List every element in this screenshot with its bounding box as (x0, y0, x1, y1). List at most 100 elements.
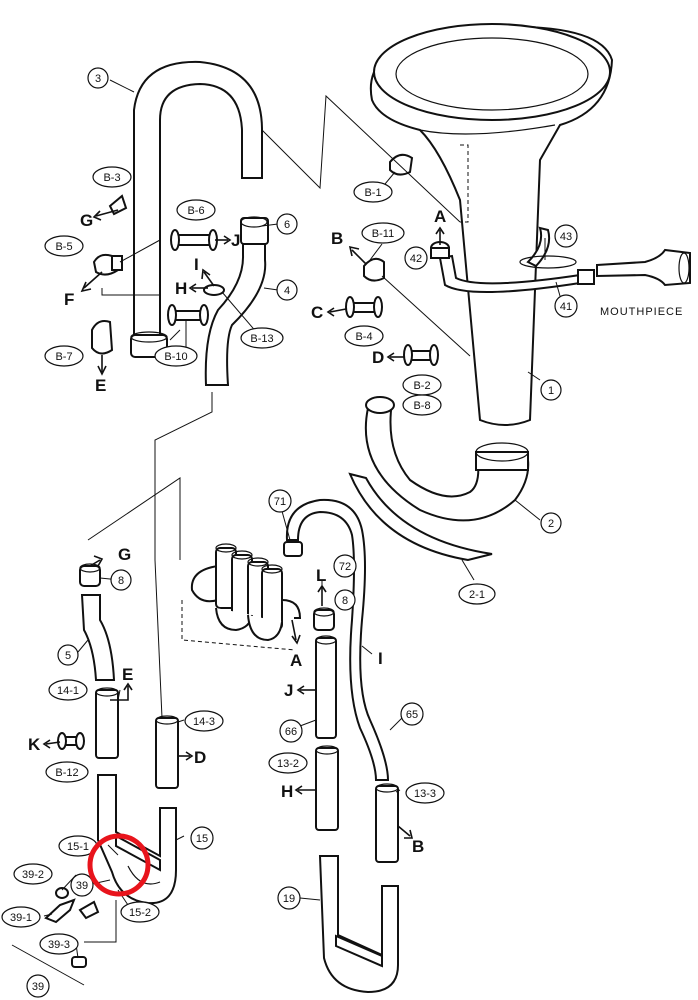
svg-text:13-3: 13-3 (414, 788, 436, 800)
callout-B-10: B-10 (154, 345, 198, 367)
callout-6: 6 (276, 213, 298, 235)
callout-B-11: B-11 (361, 222, 405, 244)
callout-14-3: 14-3 (184, 710, 224, 732)
svg-text:13-2: 13-2 (277, 758, 299, 770)
svg-text:15-2: 15-2 (129, 907, 151, 919)
callout-4: 4 (276, 279, 298, 301)
callout-43: 43 (554, 224, 578, 248)
valve-cluster-part (181, 543, 302, 651)
svg-text:B-3: B-3 (103, 172, 120, 184)
callout-13-3: 13-3 (405, 782, 445, 804)
bell-part (369, 23, 614, 426)
svg-text:14-3: 14-3 (193, 716, 215, 728)
letter-B-upper: B (331, 229, 343, 248)
callout-39-2: 39-2 (13, 863, 53, 885)
svg-text:B-11: B-11 (372, 228, 394, 240)
callout-B-5: B-5 (44, 235, 84, 257)
callout-8-right: 8 (334, 589, 356, 611)
tube-19-part (318, 855, 399, 994)
callout-B-2: B-2 (402, 374, 442, 396)
tube-72-8-part (313, 607, 335, 631)
letter-D-upper: D (372, 348, 384, 367)
tube-14-3-part (155, 715, 179, 789)
svg-text:B-7: B-7 (55, 351, 72, 363)
svg-text:B-12: B-12 (55, 767, 78, 779)
tube-65-part (283, 498, 390, 781)
callout-39-bottom: 39 (26, 974, 50, 998)
svg-text:14-1: 14-1 (57, 685, 79, 697)
letter-A-lower: A (290, 651, 302, 670)
svg-text:5: 5 (65, 650, 71, 662)
svg-text:65: 65 (406, 709, 418, 721)
callout-B-7: B-7 (44, 345, 84, 367)
callout-72: 72 (333, 554, 357, 578)
tube-13-2-part (315, 745, 339, 831)
svg-text:B-2: B-2 (413, 380, 430, 392)
valve-parts-left (91, 194, 225, 355)
tube-4-part (204, 216, 269, 386)
callout-B-6: B-6 (176, 199, 216, 221)
callout-66: 66 (279, 719, 303, 743)
callout-71: 71 (268, 489, 292, 513)
letter-C: C (311, 303, 323, 322)
callout-B-8: B-8 (402, 394, 442, 416)
callout-1: 1 (540, 379, 562, 401)
callout-B-1: B-1 (353, 181, 393, 203)
callout-15: 15 (190, 826, 214, 850)
letter-H-lower: H (281, 782, 293, 801)
leader-lines (43, 79, 561, 959)
callout-41: 41 (554, 294, 578, 318)
callout-2-1: 2-1 (458, 583, 496, 605)
letter-I-lower: I (378, 649, 383, 668)
letter-H-upper: H (175, 279, 187, 298)
letter-J-upper: J (231, 231, 240, 250)
callout-13-2: 13-2 (268, 752, 308, 774)
letter-B-lower: B (412, 837, 424, 856)
letter-G-lower: G (118, 545, 131, 564)
tube-66-part (315, 635, 337, 739)
letter-arrows (42, 209, 445, 839)
callout-B-13: B-13 (240, 327, 284, 349)
letter-E-upper: E (95, 376, 106, 395)
svg-text:66: 66 (285, 726, 297, 738)
callout-8-left: 8 (110, 569, 132, 591)
svg-text:39-1: 39-1 (10, 912, 32, 924)
svg-text:71: 71 (274, 496, 286, 508)
valve-parts-right (345, 153, 439, 366)
callout-B-3: B-3 (92, 166, 132, 188)
svg-text:2: 2 (548, 518, 554, 530)
callout-15-1: 15-1 (58, 835, 98, 857)
svg-text:B-1: B-1 (364, 187, 381, 199)
svg-text:3: 3 (95, 73, 101, 85)
highlight-circle (87, 833, 151, 897)
callout-B-4: B-4 (344, 325, 384, 347)
svg-text:39: 39 (76, 880, 88, 892)
svg-text:15: 15 (196, 833, 208, 845)
callout-15-2: 15-2 (120, 901, 160, 923)
svg-text:15-1: 15-1 (67, 841, 89, 853)
svg-text:8: 8 (342, 595, 348, 607)
callout-42: 42 (404, 246, 428, 270)
water-key-parts (11, 887, 100, 986)
svg-text:72: 72 (339, 561, 351, 573)
letter-F: F (64, 290, 74, 309)
callout-2: 2 (540, 512, 562, 534)
callout-B-12: B-12 (45, 761, 89, 783)
letter-A-upper: A (434, 207, 446, 226)
svg-text:4: 4 (284, 285, 290, 297)
callout-14-1: 14-1 (48, 679, 88, 701)
svg-text:41: 41 (560, 301, 572, 313)
svg-text:8: 8 (118, 575, 124, 587)
callout-5: 5 (57, 644, 79, 666)
letter-D-lower: D (194, 748, 206, 767)
tube-2-part (348, 396, 530, 562)
tube-13-3-part (375, 783, 399, 863)
svg-text:B-5: B-5 (55, 241, 72, 253)
svg-text:B-10: B-10 (164, 351, 187, 363)
svg-text:39-2: 39-2 (22, 869, 44, 881)
letter-J-lower: J (284, 681, 293, 700)
callout-65: 65 (400, 702, 424, 726)
letter-I-upper: I (194, 255, 199, 274)
